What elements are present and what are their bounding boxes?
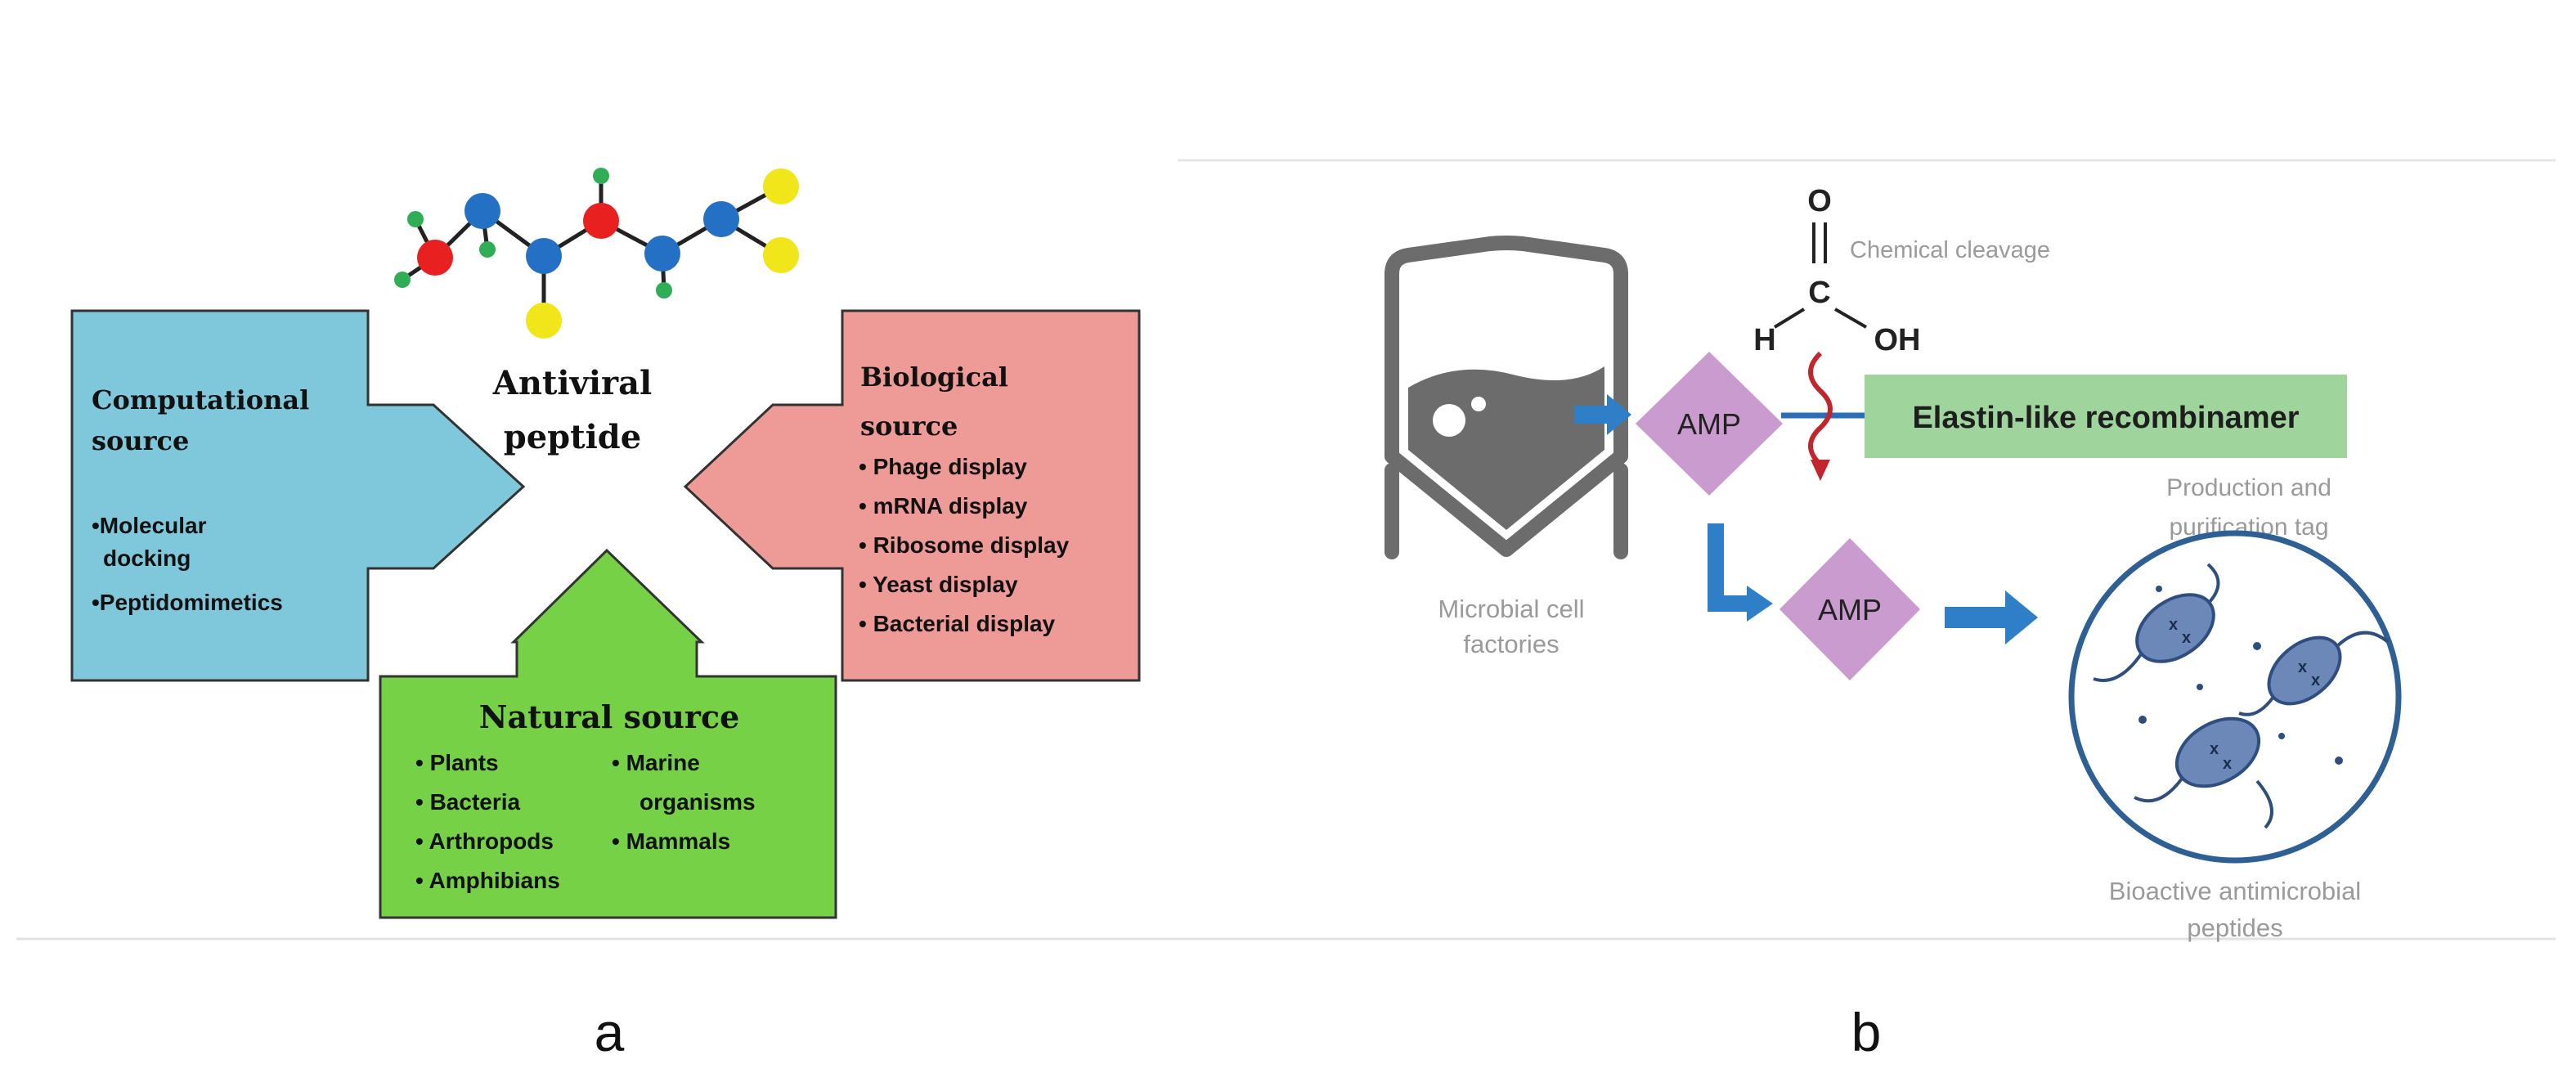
cleavage-squiggle-icon bbox=[1808, 351, 1833, 467]
natural-left-item: • Bacteria bbox=[415, 789, 521, 815]
panel-a: Antiviral peptide Computational source •… bbox=[70, 168, 1141, 1062]
computational-source-arrow bbox=[70, 309, 526, 682]
arrow-right-icon bbox=[1945, 590, 2038, 644]
center-label-line2: peptide bbox=[504, 418, 641, 456]
natural-right-item: • Marine bbox=[612, 750, 700, 775]
natural-left-item: • Plants bbox=[415, 750, 499, 775]
biological-item: • mRNA display bbox=[859, 493, 1028, 519]
panel-a-caption: a bbox=[595, 1002, 625, 1062]
bioactive-label-line1: Bioactive antimicrobial bbox=[2109, 877, 2361, 905]
computational-title-line2: source bbox=[92, 425, 189, 456]
natural-left-item: • Amphibians bbox=[415, 868, 560, 893]
elr-label: Elastin-like recombinamer bbox=[1912, 401, 2299, 435]
biological-item: • Phage display bbox=[859, 454, 1027, 479]
computational-item: •Peptidomimetics bbox=[92, 590, 283, 615]
natural-right-item: organisms bbox=[640, 789, 756, 815]
formula-oh: OH bbox=[1874, 323, 1921, 357]
molecule-icon bbox=[394, 168, 799, 339]
biological-title-line2: source bbox=[860, 411, 958, 442]
svg-text:x: x bbox=[2169, 616, 2178, 634]
natural-title: Natural source bbox=[479, 698, 740, 735]
biological-item: • Ribosome display bbox=[859, 532, 1070, 558]
amp-bottom-diamond bbox=[1779, 538, 1920, 680]
center-label-line1: Antiviral bbox=[492, 364, 652, 402]
svg-text:x: x bbox=[2223, 755, 2232, 773]
bacteria-circle-icon: x x x x x x bbox=[2068, 530, 2402, 864]
amp-top-label: AMP bbox=[1677, 407, 1741, 441]
panel-b-caption: b bbox=[1851, 1002, 1882, 1062]
formula-c: C bbox=[1808, 276, 1830, 310]
formic-acid-formula: O C H OH bbox=[1753, 184, 1920, 357]
factory-label-line2: factories bbox=[1463, 630, 1559, 658]
bioactive-label-line2: peptides bbox=[2187, 914, 2282, 942]
svg-text:x: x bbox=[2298, 658, 2307, 676]
factory-label-line1: Microbial cell bbox=[1438, 595, 1584, 623]
svg-text:x: x bbox=[2182, 629, 2191, 647]
formula-o: O bbox=[1807, 184, 1832, 218]
biological-item: • Bacterial display bbox=[859, 611, 1056, 636]
bioreactor-icon bbox=[1384, 236, 1628, 559]
computational-item: docking bbox=[103, 546, 191, 571]
amp-top-diamond bbox=[1636, 352, 1783, 496]
amp-bottom-label: AMP bbox=[1818, 593, 1882, 626]
elbow-arrow-icon bbox=[1708, 523, 1773, 622]
natural-source-arrow-shape bbox=[379, 548, 837, 919]
biological-title-line1: Biological bbox=[860, 361, 1008, 393]
panel-b: Microbial cell factories O C H OH Chemic… bbox=[1384, 184, 2402, 1062]
formula-h: H bbox=[1753, 323, 1775, 357]
elr-bar bbox=[1865, 375, 2347, 458]
biological-source-arrow bbox=[683, 309, 1141, 682]
computational-title-line1: Computational bbox=[92, 384, 309, 415]
natural-right-item: • Mammals bbox=[612, 828, 730, 854]
natural-left-item: • Arthropods bbox=[415, 828, 554, 854]
svg-text:x: x bbox=[2311, 671, 2320, 689]
svg-text:x: x bbox=[2210, 740, 2219, 758]
tag-label-line1: Production and bbox=[2166, 474, 2331, 501]
cleavage-arrowhead-icon bbox=[1811, 460, 1830, 481]
computational-item: •Molecular bbox=[92, 513, 207, 538]
arrow-right-icon bbox=[1574, 394, 1631, 435]
biological-item: • Yeast display bbox=[859, 572, 1018, 597]
chemical-cleavage-label: Chemical cleavage bbox=[1850, 237, 2050, 263]
